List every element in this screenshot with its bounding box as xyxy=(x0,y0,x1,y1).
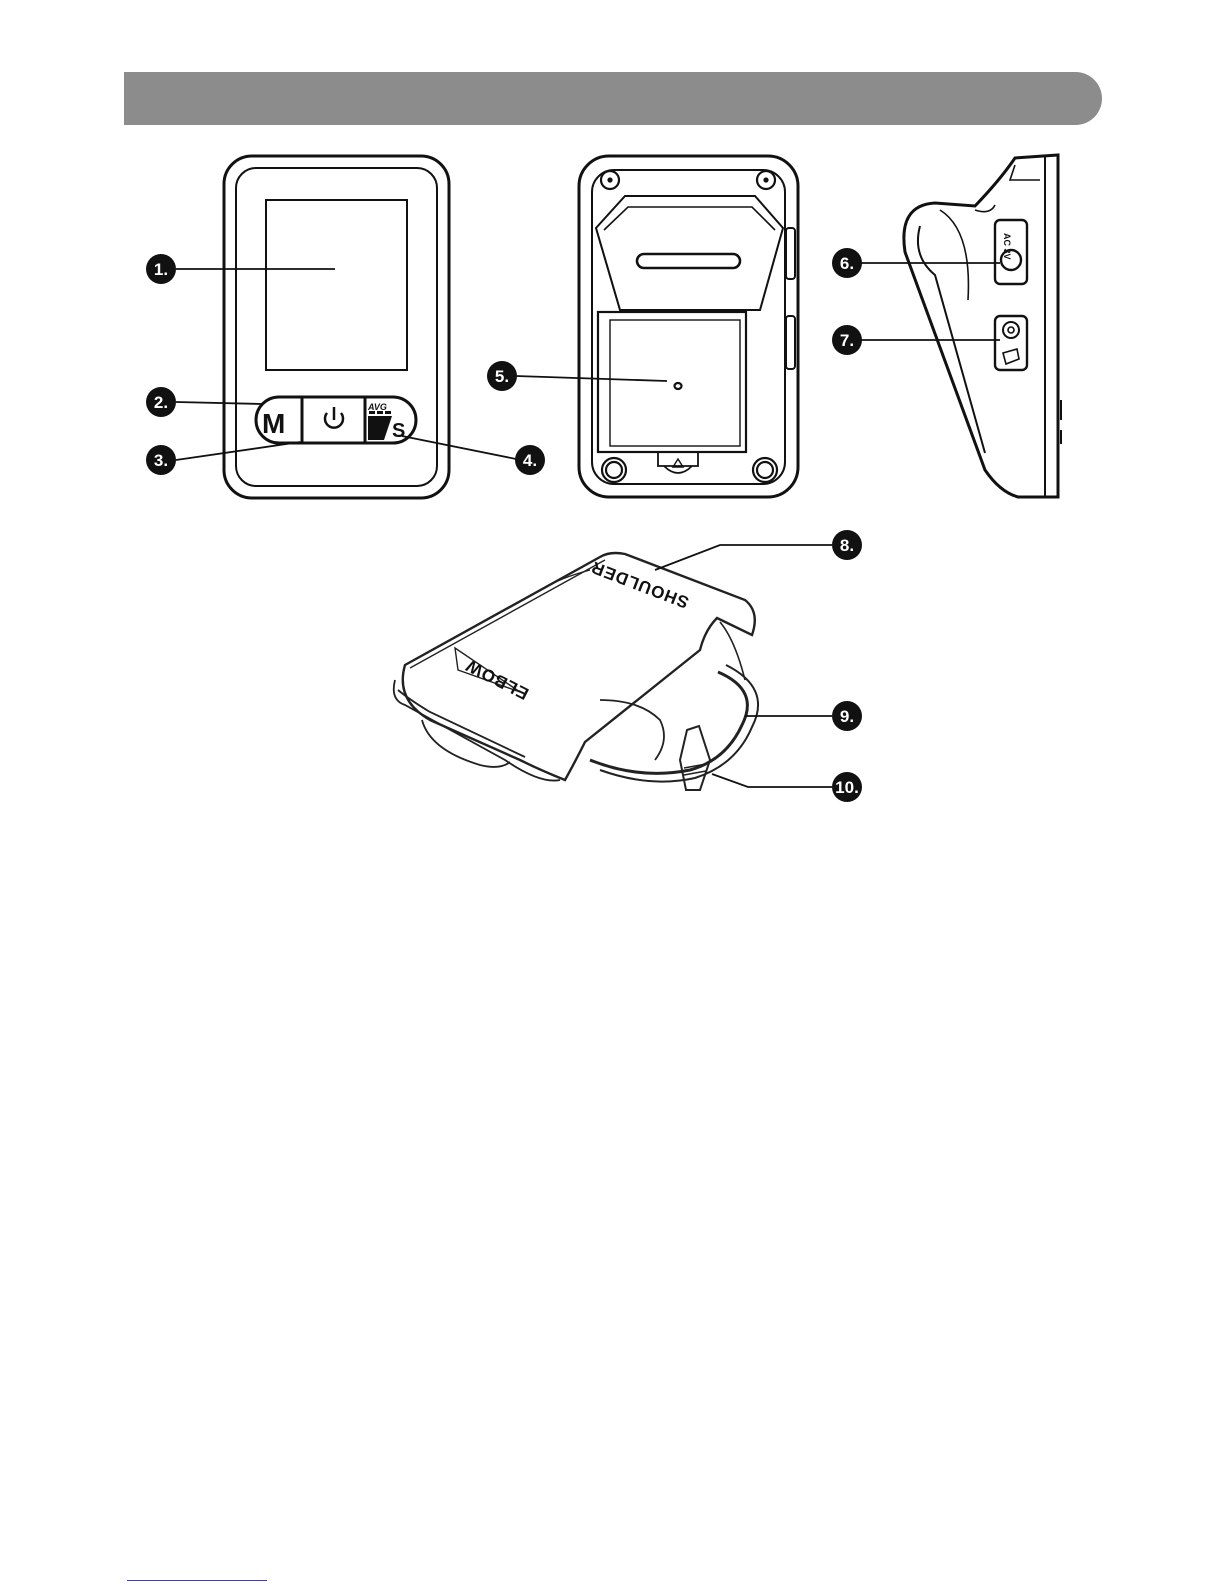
callout-1: 1. xyxy=(146,254,176,284)
cuff-body xyxy=(403,553,755,780)
svg-text:5.: 5. xyxy=(495,367,509,386)
callout-5: 5. xyxy=(487,361,517,391)
callout-7: 7. xyxy=(832,325,862,355)
back-view xyxy=(579,156,798,497)
svg-text:1.: 1. xyxy=(154,260,168,279)
avg-label: AVG xyxy=(367,402,387,412)
side-housing xyxy=(904,155,1058,497)
callout-8: 8. xyxy=(832,530,862,560)
front-housing-outer xyxy=(224,156,449,498)
callout-9: 9. xyxy=(832,701,862,731)
callout-4: 4. xyxy=(515,445,545,475)
tube-connector xyxy=(680,726,710,790)
svg-text:8.: 8. xyxy=(840,536,854,555)
shoulder-marking: SHOULDER xyxy=(588,557,691,612)
m-button[interactable]: M xyxy=(262,408,285,439)
svg-text:2.: 2. xyxy=(154,393,168,412)
svg-text:9.: 9. xyxy=(840,707,854,726)
power-icon xyxy=(325,407,343,428)
cuff xyxy=(394,553,758,790)
callout-2: 2. xyxy=(146,387,176,417)
display-screen xyxy=(266,200,407,370)
elbow-marking: ELBOW xyxy=(462,655,531,703)
svg-text:6.: 6. xyxy=(840,254,854,273)
leader-lines xyxy=(176,263,1000,787)
footer-rule xyxy=(127,1580,267,1581)
callout-6: 6. xyxy=(832,248,862,278)
s-button[interactable]: S xyxy=(392,420,405,442)
front-view xyxy=(224,156,449,498)
callout-3: 3. xyxy=(146,445,176,475)
svg-text:7.: 7. xyxy=(840,331,854,350)
side-view xyxy=(904,155,1061,497)
svg-text:4.: 4. xyxy=(523,451,537,470)
stand-slot xyxy=(637,254,740,268)
cuff-port-icon xyxy=(1003,349,1019,364)
air-tube xyxy=(590,672,747,773)
svg-text:3.: 3. xyxy=(154,451,168,470)
battery-cover xyxy=(598,312,746,452)
callout-10: 10. xyxy=(832,772,862,802)
ac-jack-label: AC 3V xyxy=(1002,233,1012,260)
svg-text:10.: 10. xyxy=(835,778,859,797)
